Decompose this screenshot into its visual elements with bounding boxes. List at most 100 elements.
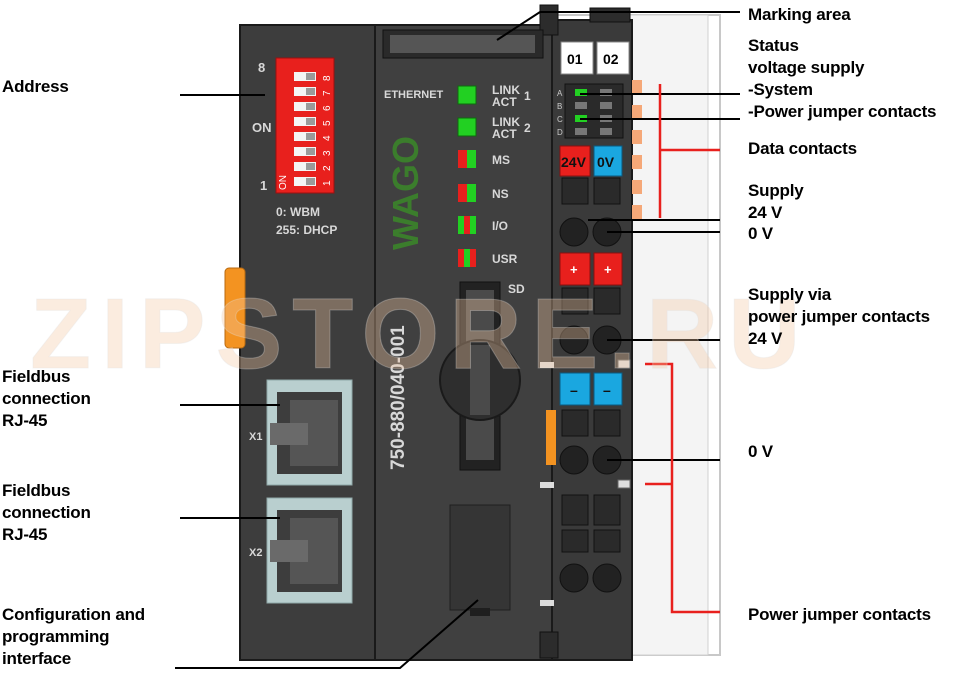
status-led-a2 [600,89,612,96]
led-ns [458,184,476,202]
clamp-slot-1a [561,177,589,205]
marker-plus-b [593,252,623,286]
marker-minus-a [559,372,591,406]
dip-lever-5[interactable] [294,117,316,126]
led-label-usr: USR [492,252,518,266]
status-led-block [564,83,624,139]
led-label-ns: NS [492,187,509,201]
rail-strip [627,14,709,656]
marker-plus-b-text: + [604,262,612,277]
orange-clip [224,267,246,349]
clamp-slot-2a [561,287,589,315]
latch-top-right [589,7,631,23]
marker-01-text: 01 [567,51,583,67]
dip-lever-knob-7 [306,88,315,95]
status-led-a [575,89,587,96]
label-supply-power-jumper: Supply via power jumper contacts 24 V [748,285,930,348]
contact-x-2 [617,479,631,489]
led-usr [458,249,476,267]
clamp-hole-4a [559,563,589,593]
clamp-slot-5b [593,529,621,553]
x2-label: X2 [249,547,262,559]
contact-white-1 [540,362,554,368]
dip-on-small: ON [278,175,289,190]
config-interface-tab [470,608,490,616]
marking-area-inner [390,35,535,53]
clamp-slot-4b [593,494,621,526]
led-label-act2: ACT [492,127,517,141]
marker-minus-b [593,372,623,406]
clamp-hole-1a [559,217,589,247]
led-label-n1: 1 [524,89,531,103]
label-marking-area: Marking area [748,5,851,24]
label-address: Address [2,77,69,96]
contact-x-1 [617,359,631,369]
rj45-x1-tab [270,423,308,445]
abcd-b: B [557,102,562,111]
marker-02-text: 02 [603,51,619,67]
label-0v-1: 0 V [748,224,773,243]
dip-lever-6[interactable] [294,102,316,111]
ethernet-label: ETHERNET [384,89,444,101]
led-label-io: I/O [492,219,508,233]
dip-number-6: 6 [322,105,333,111]
led-ms [458,150,476,168]
config-interface-cover [449,504,511,611]
clamp-slot-3b [593,409,621,437]
led-io [458,216,476,234]
dip-lever-1[interactable] [294,177,316,186]
model-number: 750-880/040-001 [388,325,409,470]
label-fieldbus-1: Fieldbus connection RJ-45 [2,367,91,430]
dip-lever-7[interactable] [294,87,316,96]
clamp-slot-4a [561,494,589,526]
dip-lever-3[interactable] [294,147,316,156]
led-link-act-1 [457,85,477,105]
label-power-jumper-contacts: Power jumper contacts [748,605,931,624]
dip-number-4: 4 [322,135,333,141]
dhcp-label: 255: DHCP [276,223,337,237]
dip-number-8: 8 [322,75,333,81]
status-led-d2 [600,128,612,135]
dip-lever-knob-6 [306,103,315,110]
dip-lever-knob-1 [306,178,315,185]
led-label-ms: MS [492,153,510,167]
clamp-slot-5a [561,529,589,553]
marker-24v [559,145,591,177]
dip-lever-knob-4 [306,133,315,140]
contact-white-3 [540,600,554,606]
dip-number-7: 7 [322,90,333,96]
x1-label: X1 [249,431,262,443]
dip-lever-2[interactable] [294,162,316,171]
orange-jumper [546,410,556,465]
label-0v-2: 0 V [748,442,773,461]
status-led-b2 [600,102,612,109]
dip-lever-8[interactable] [294,72,316,81]
dip-number-5: 5 [322,120,333,126]
label-config: Configuration and programming interface [2,605,145,668]
wago-logo: WAGO [385,136,426,250]
clamp-hole-3a [559,445,589,475]
label-fieldbus-2: Fieldbus connection RJ-45 [2,481,91,544]
dip-on-label: ON [252,120,272,135]
abcd-c: C [557,115,563,124]
dip-lever-knob-3 [306,148,315,155]
wbm-label: 0: WBM [276,205,320,219]
clamp-slot-1b [593,177,621,205]
dip-number-3: 3 [322,150,333,156]
watermark: ZIPSTORE.RU [30,278,810,390]
marker-0v [593,145,623,177]
dip-lever-4[interactable] [294,132,316,141]
label-data-contacts: Data contacts [748,139,857,158]
dip-top-label: 8 [258,60,265,75]
marker-plus-a [559,252,591,286]
marker-01 [560,41,594,75]
leader-lines [175,11,740,669]
dip-lever-knob-8 [306,73,315,80]
rj45-x2-tab [270,540,308,562]
abcd-a: A [557,89,563,98]
clamp-hole-4b [592,563,622,593]
marker-plus-a-text: + [570,262,578,277]
led-label-n2: 2 [524,121,531,135]
